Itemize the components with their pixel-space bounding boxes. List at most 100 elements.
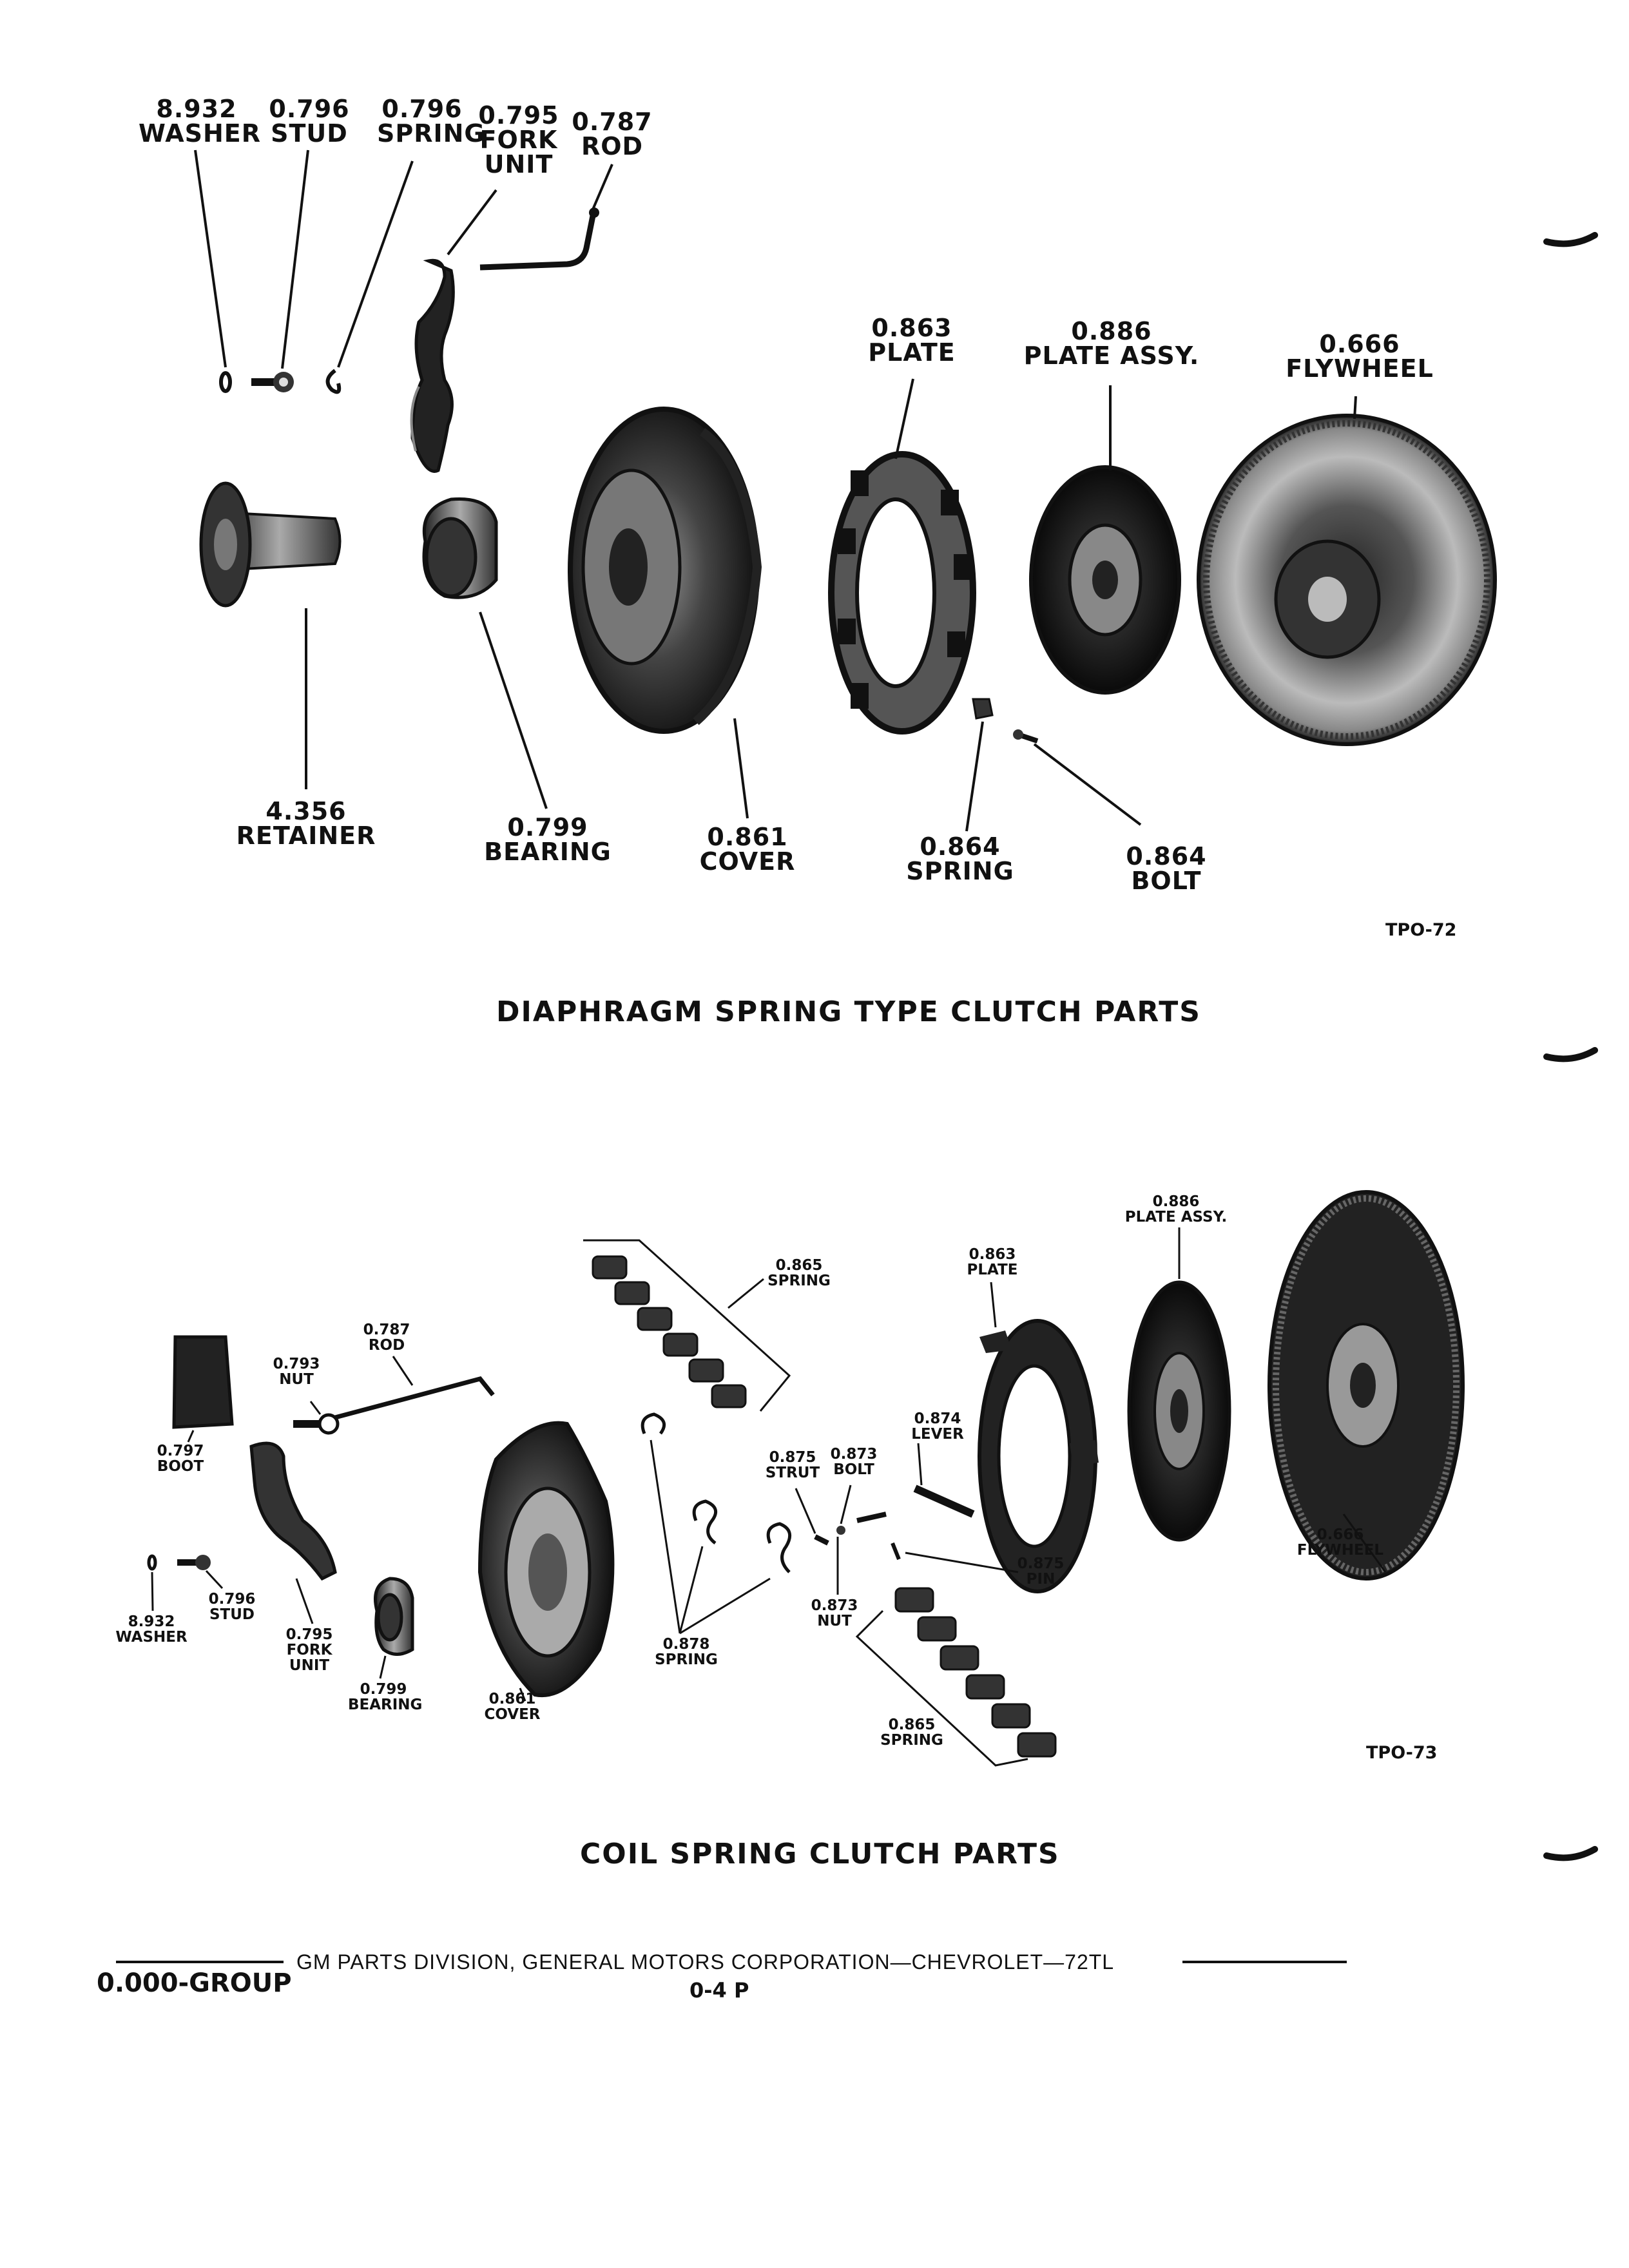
part-name: SPRING [377,119,485,148]
part-number: 0.865 [888,1716,936,1733]
part-name: COVER [484,1706,541,1724]
part-number: 0.666 [1319,330,1400,358]
label-cover: 0.861 COVER [693,825,802,874]
label-strut: 0.875 STRUT [764,1450,822,1481]
part-name: ROD [581,132,644,160]
part-number: 0.863 [871,314,952,342]
part-name: STUD [271,119,348,148]
part-name: BEARING [348,1696,423,1714]
part-name: PLATE [868,338,956,367]
figure-ref-top: TPO-72 [1385,920,1457,940]
part-number: 0.864 [920,832,1001,861]
coil-spring-stack-bottom [894,1587,1057,1758]
part-number: 0.795 [478,101,559,130]
part-name: COVER [699,847,796,876]
label-plate: 0.863 PLATE [860,316,963,365]
part-number: 0.797 [157,1443,204,1459]
part-name: STRUT [765,1465,820,1482]
part-number: 0.793 [273,1356,320,1372]
figure-title-top: DIAPHRAGM SPRING TYPE CLUTCH PARTS [496,995,1201,1028]
label-pin: 0.875 PIN [1015,1556,1066,1587]
section-group: 0.000-GROUP [97,1968,292,1998]
part-name: SPRING [880,1732,943,1749]
leader-lines-top [194,149,1357,832]
label-spring: 0.796 SPRING [377,95,485,148]
figure-title-bottom: COIL SPRING CLUTCH PARTS [580,1838,1060,1870]
part-number: 8.932 [156,95,237,123]
part-name: FLYWHEEL [1296,1542,1384,1559]
label-fork-unit: 0.795 FORK UNIT [474,103,564,177]
diaphragm-clutch-illustration [199,207,1497,746]
label-stud: 0.796 STUD [264,97,354,146]
part-number: 0.787 [363,1321,410,1338]
label-spring-865-top: 0.865 SPRING [767,1258,831,1289]
label-washer: 8.932 WASHER [113,1614,190,1645]
part-number: 0.873 [830,1446,878,1463]
page-number: 0-4 P [689,1978,749,2003]
part-name: WASHER [139,119,262,148]
part-number: 0.799 [507,813,588,841]
part-number: 4.356 [265,797,347,825]
part-name: LEVER [911,1426,964,1443]
part-number: 0.886 [1152,1193,1200,1210]
part-number: 0.861 [707,823,788,851]
label-bearing: 0.799 BEARING [348,1681,423,1714]
label-rod: 0.787 ROD [361,1322,412,1353]
part-number: 0.864 [1126,842,1207,870]
part-name-line2: UNIT [289,1657,330,1675]
label-retainer: 4.356 RETAINER [235,799,377,848]
part-name: BOOT [157,1458,204,1475]
label-plate-assy: 0.886 PLATE ASSY. [1121,1194,1231,1225]
part-number: 0.874 [914,1410,961,1427]
label-lever: 0.874 LEVER [909,1411,967,1442]
part-name: STUD [209,1606,255,1624]
part-number: 0.873 [811,1597,858,1614]
label-rod: 0.787 ROD [567,110,657,159]
label-washer: 8.932 WASHER [139,95,262,148]
part-number: 0.666 [1316,1526,1364,1543]
part-name-line2: UNIT [484,150,554,178]
part-number: 0.799 [360,1681,407,1698]
label-bolt: 0.864 BOLT [1112,844,1221,893]
publisher-line: GM PARTS DIVISION, GENERAL MOTORS CORPOR… [296,1950,1115,1974]
label-spring-878: 0.878 SPRING [654,1637,718,1667]
label-flywheel: 0.666 FLYWHEEL [1282,332,1437,381]
part-name: WASHER [115,1629,188,1646]
label-flywheel: 0.666 FLYWHEEL [1295,1527,1385,1558]
part-name: BEARING [484,838,612,866]
leader-lines-bottom [151,1227,1387,1767]
label-plate: 0.863 PLATE [963,1247,1021,1278]
label-spring-865-bottom: 0.865 SPRING [880,1717,944,1748]
part-name: FORK [286,1642,333,1659]
label-nut: 0.793 NUT [271,1356,322,1387]
part-name: PLATE ASSY. [1124,1209,1228,1226]
binder-marks [1543,232,1598,1861]
part-number: 0.865 [775,1257,823,1274]
label-nut-873: 0.873 NUT [809,1598,860,1629]
label-boot: 0.797 BOOT [151,1443,209,1474]
part-number: 0.861 [488,1691,536,1707]
part-name: BOLT [1131,867,1202,895]
part-number: 0.878 [662,1636,710,1653]
part-name: NUT [817,1613,852,1630]
part-number: 0.875 [1017,1555,1065,1572]
figure-ref-bottom: TPO-73 [1366,1743,1438,1763]
coil-spring-stack-top [592,1255,747,1408]
part-name: ROD [368,1337,405,1354]
part-name: FLYWHEEL [1286,354,1434,383]
label-bearing: 0.799 BEARING [477,815,619,864]
label-fork-unit: 0.795 FORK UNIT [284,1627,335,1675]
part-name: SPRING [655,1651,718,1669]
part-name: FORK [479,126,558,154]
part-name: PIN [1026,1571,1055,1588]
part-name: RETAINER [236,822,376,850]
coil-spring-clutch-illustration [147,1190,1465,1698]
label-spring-864: 0.864 SPRING [902,834,1018,883]
part-number: 0.796 [269,95,350,123]
label-cover: 0.861 COVER [483,1691,541,1722]
part-name: PLATE [967,1262,1018,1279]
part-name: NUT [279,1371,314,1389]
part-number: 0.796 [381,95,463,123]
part-number: 0.886 [1071,317,1152,345]
